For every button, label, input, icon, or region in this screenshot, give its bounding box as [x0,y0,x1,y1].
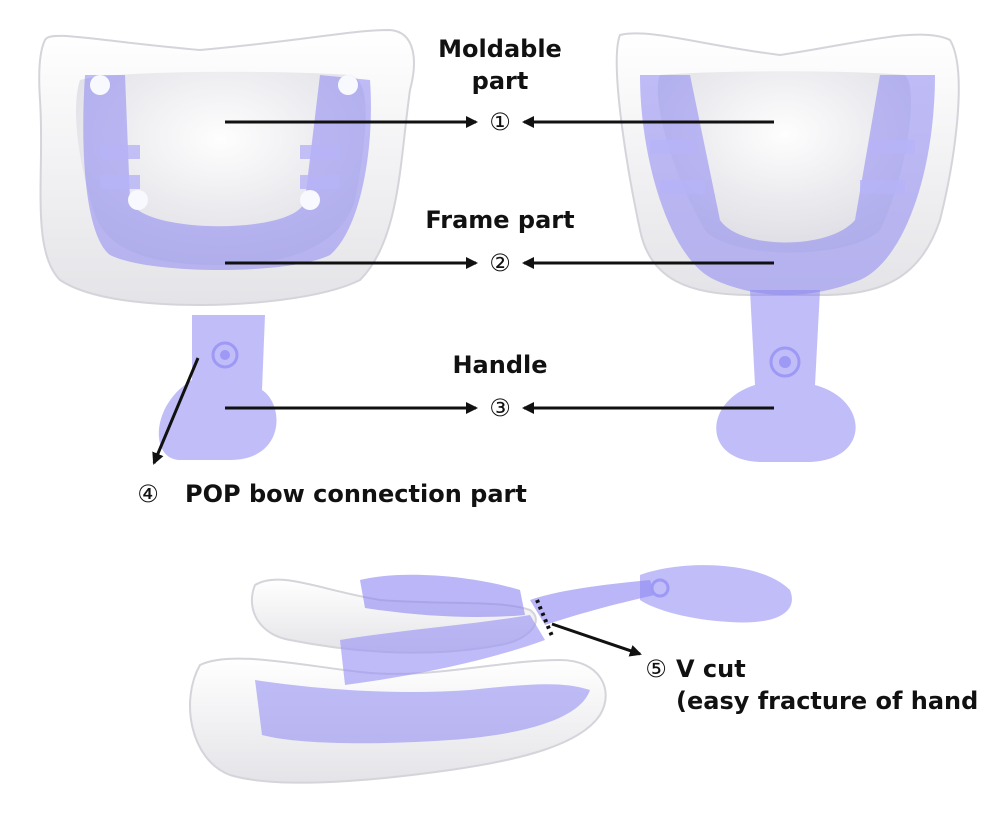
label-v-cut-note: (easy fracture of hand [676,687,979,715]
right-notch [650,140,695,154]
bottom-frame-front [255,680,590,744]
label-number-2: ② [489,249,511,277]
label-v-cut: V cut [676,655,746,683]
left-handle-ring [220,350,230,360]
left-frame-part [83,75,371,270]
label-number-4: ④ [137,480,159,508]
label-number-3: ③ [489,394,511,422]
left-notch [100,175,140,189]
label-number-1: ① [489,108,511,136]
left-peg [90,75,110,95]
right-handle-ring [769,346,801,378]
left-notch [300,175,340,189]
left-impression-tray [38,28,415,460]
bottom-handle-arm [530,580,655,625]
right-notch [660,180,705,194]
label-moldable-line1: Moldable [438,35,562,63]
arrow-pop-bow [152,357,200,465]
right-tray-inner [657,71,911,253]
left-notch [300,145,340,159]
bottom-perspective-tray [189,565,792,784]
right-frame-part [640,75,935,295]
left-handle [158,315,277,460]
label-number-5: ⑤ [645,655,667,683]
label-handle: Handle [452,351,548,379]
label-pop-bow-connection: POP bow connection part [185,480,527,508]
right-handle-ring [779,356,791,368]
right-notch [870,140,915,154]
left-handle-ring [211,341,239,369]
bottom-frame-back [360,574,525,618]
label-frame-part: Frame part [425,206,575,234]
bottom-handle-ring [650,578,670,598]
left-peg [300,190,320,210]
bottom-handle-paddle [640,565,792,623]
left-peg [338,75,358,95]
right-notch [860,180,905,194]
bottom-frame-rail [340,615,545,685]
label-moldable-line2: part [471,67,529,95]
left-peg [128,190,148,210]
left-notch [100,145,140,159]
right-impression-tray [615,32,960,462]
arrow-v-cut [551,622,642,657]
